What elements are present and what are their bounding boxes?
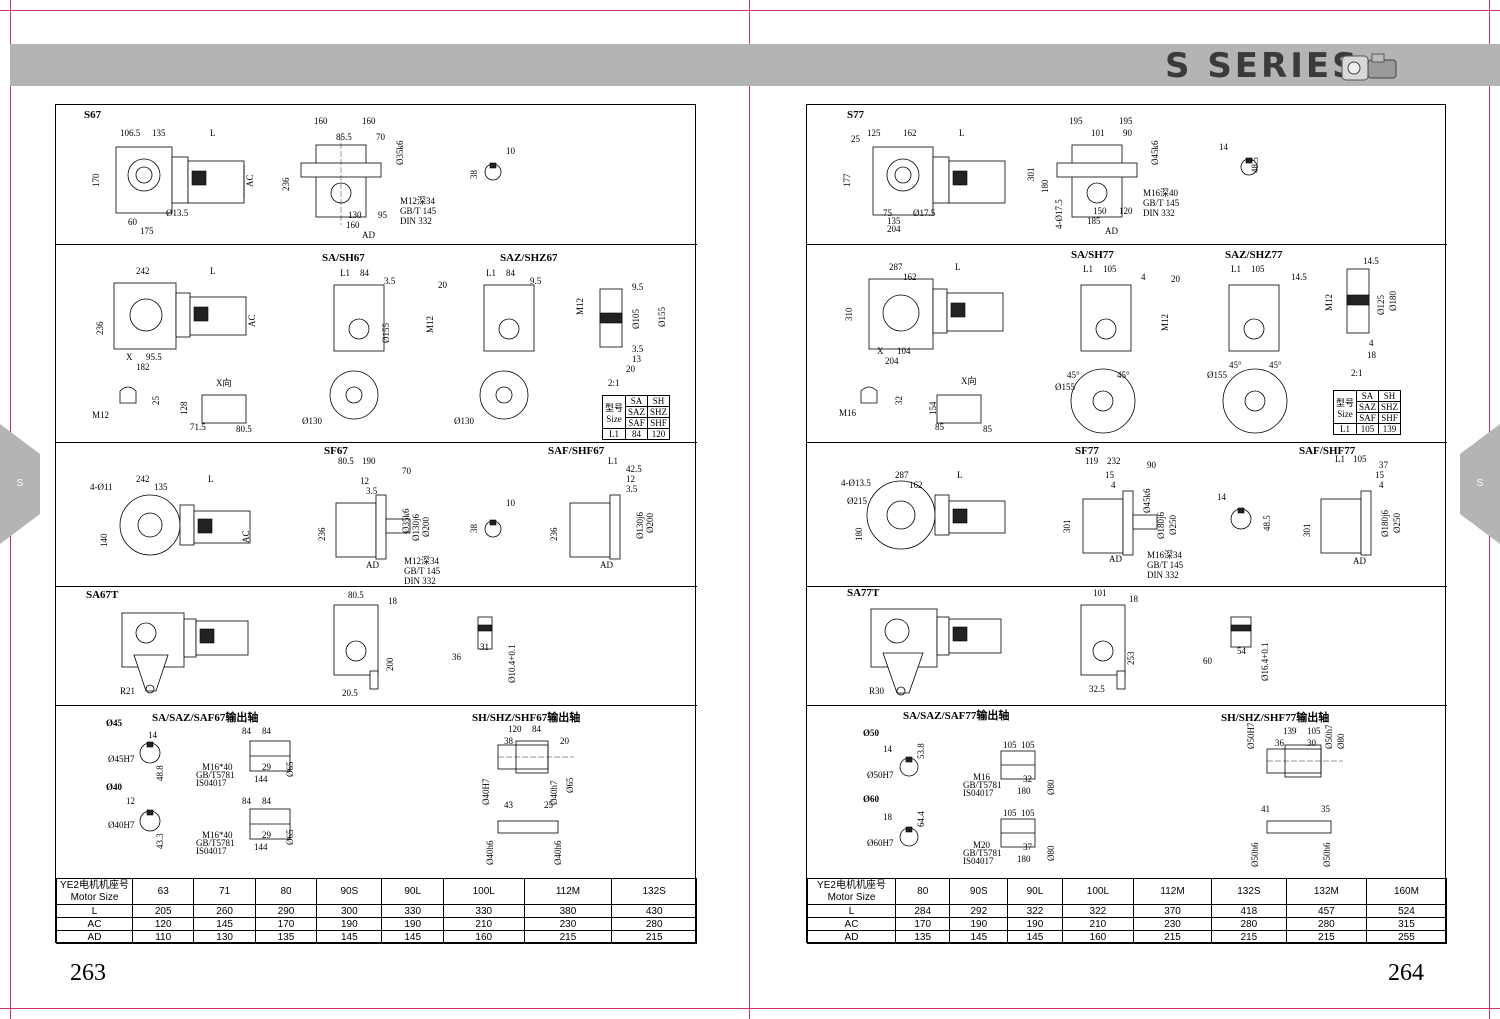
- sa-front-view: [1080, 284, 1132, 352]
- crop-line: [0, 10, 1500, 11]
- side-tab-right: S: [1460, 424, 1500, 544]
- shaft-key-section: [1230, 507, 1252, 530]
- hollow-shaft-keyway-section: [139, 809, 161, 832]
- flange-circle-view: [479, 370, 529, 420]
- crop-line: [749, 0, 750, 1019]
- shaft-end-detail: [860, 386, 878, 404]
- crop-line: [0, 1008, 1500, 1009]
- sa-torque-front-view: [333, 604, 379, 690]
- torque-arm-bushing-section: [1230, 616, 1252, 648]
- flange-circle-view: [329, 370, 379, 420]
- section-divider: [807, 244, 1447, 245]
- gearmotor-icon: [1341, 53, 1397, 81]
- hollow-shaft-bore-view: [1000, 818, 1036, 848]
- shrink-disc-section: [599, 288, 623, 348]
- sf-flange-side-view: [1082, 490, 1158, 556]
- sa-front-view: [333, 284, 385, 352]
- page-number-right: 264: [1388, 960, 1424, 986]
- header-banner-right: S SERIES: [750, 44, 1500, 86]
- shaft-key-section: [484, 519, 502, 538]
- hollow-shaft-bore-view: [249, 740, 291, 772]
- gearbox-front-view: [300, 135, 382, 225]
- hollow-shaft-gearmotor-view: [113, 282, 247, 350]
- side-tab-left: S: [0, 424, 40, 544]
- hollow-shaft-keyway-section: [899, 756, 919, 777]
- sf-flange-side-view: [335, 494, 411, 560]
- saz-front-view: [1228, 284, 1280, 352]
- hollow-shaft-keyway-section: [899, 826, 919, 847]
- torque-arm-gearmotor-view: [121, 612, 249, 694]
- saz-front-view: [483, 284, 535, 352]
- hollow-shaft-bore-view: [249, 808, 291, 840]
- shaft-key-section: [484, 162, 502, 181]
- solid-shaft-output-view: [497, 740, 574, 834]
- section-divider: [56, 705, 697, 706]
- drawing-frame-right: S77 125 162 L 25 177 75 135 204 Ø17.5 19…: [806, 104, 1448, 944]
- x-direction-view: [201, 394, 247, 424]
- section-divider: [807, 442, 1447, 443]
- section-divider: [56, 244, 697, 245]
- series-title: S SERIES: [1165, 46, 1360, 86]
- gearmotor-side-view: [115, 146, 245, 214]
- flange-gearmotor-view: [119, 494, 251, 556]
- saf-flange-side-view: [1320, 490, 1372, 556]
- torque-arm-gearmotor-view: [870, 608, 1002, 696]
- section-divider: [807, 705, 1447, 706]
- gearmotor-side-view: [872, 146, 1006, 216]
- page-number-left: 263: [70, 960, 106, 986]
- section-divider: [807, 586, 1447, 587]
- flange-bolt-circle: [1222, 368, 1288, 434]
- section-title: S67: [84, 109, 102, 121]
- section-divider: [56, 442, 697, 443]
- hollow-shaft-bore-view: [1000, 750, 1036, 780]
- saf-flange-side-view: [569, 494, 621, 560]
- solid-shaft-output-view: [1266, 744, 1343, 834]
- gearbox-front-view: [1056, 144, 1138, 218]
- shrink-disc-section: [1346, 268, 1370, 334]
- hollow-shaft-gearmotor-view: [868, 278, 1004, 350]
- hollow-shaft-keyway-section: [139, 741, 161, 764]
- section-divider: [56, 586, 697, 587]
- drawing-frame-left: S67 106.5 135 L 60 175 Ø13.5 AC 170 160 …: [55, 104, 697, 944]
- x-direction-view: [936, 394, 982, 424]
- flange-bolt-circle: [1070, 368, 1136, 434]
- shaft-end-detail: [119, 386, 137, 404]
- header-banner-left: [10, 44, 750, 86]
- flange-gearmotor-view: [866, 480, 1006, 550]
- sa-torque-front-view: [1080, 604, 1126, 690]
- torque-arm-bushing-section: [477, 616, 493, 650]
- shaft-key-section: [1240, 157, 1258, 176]
